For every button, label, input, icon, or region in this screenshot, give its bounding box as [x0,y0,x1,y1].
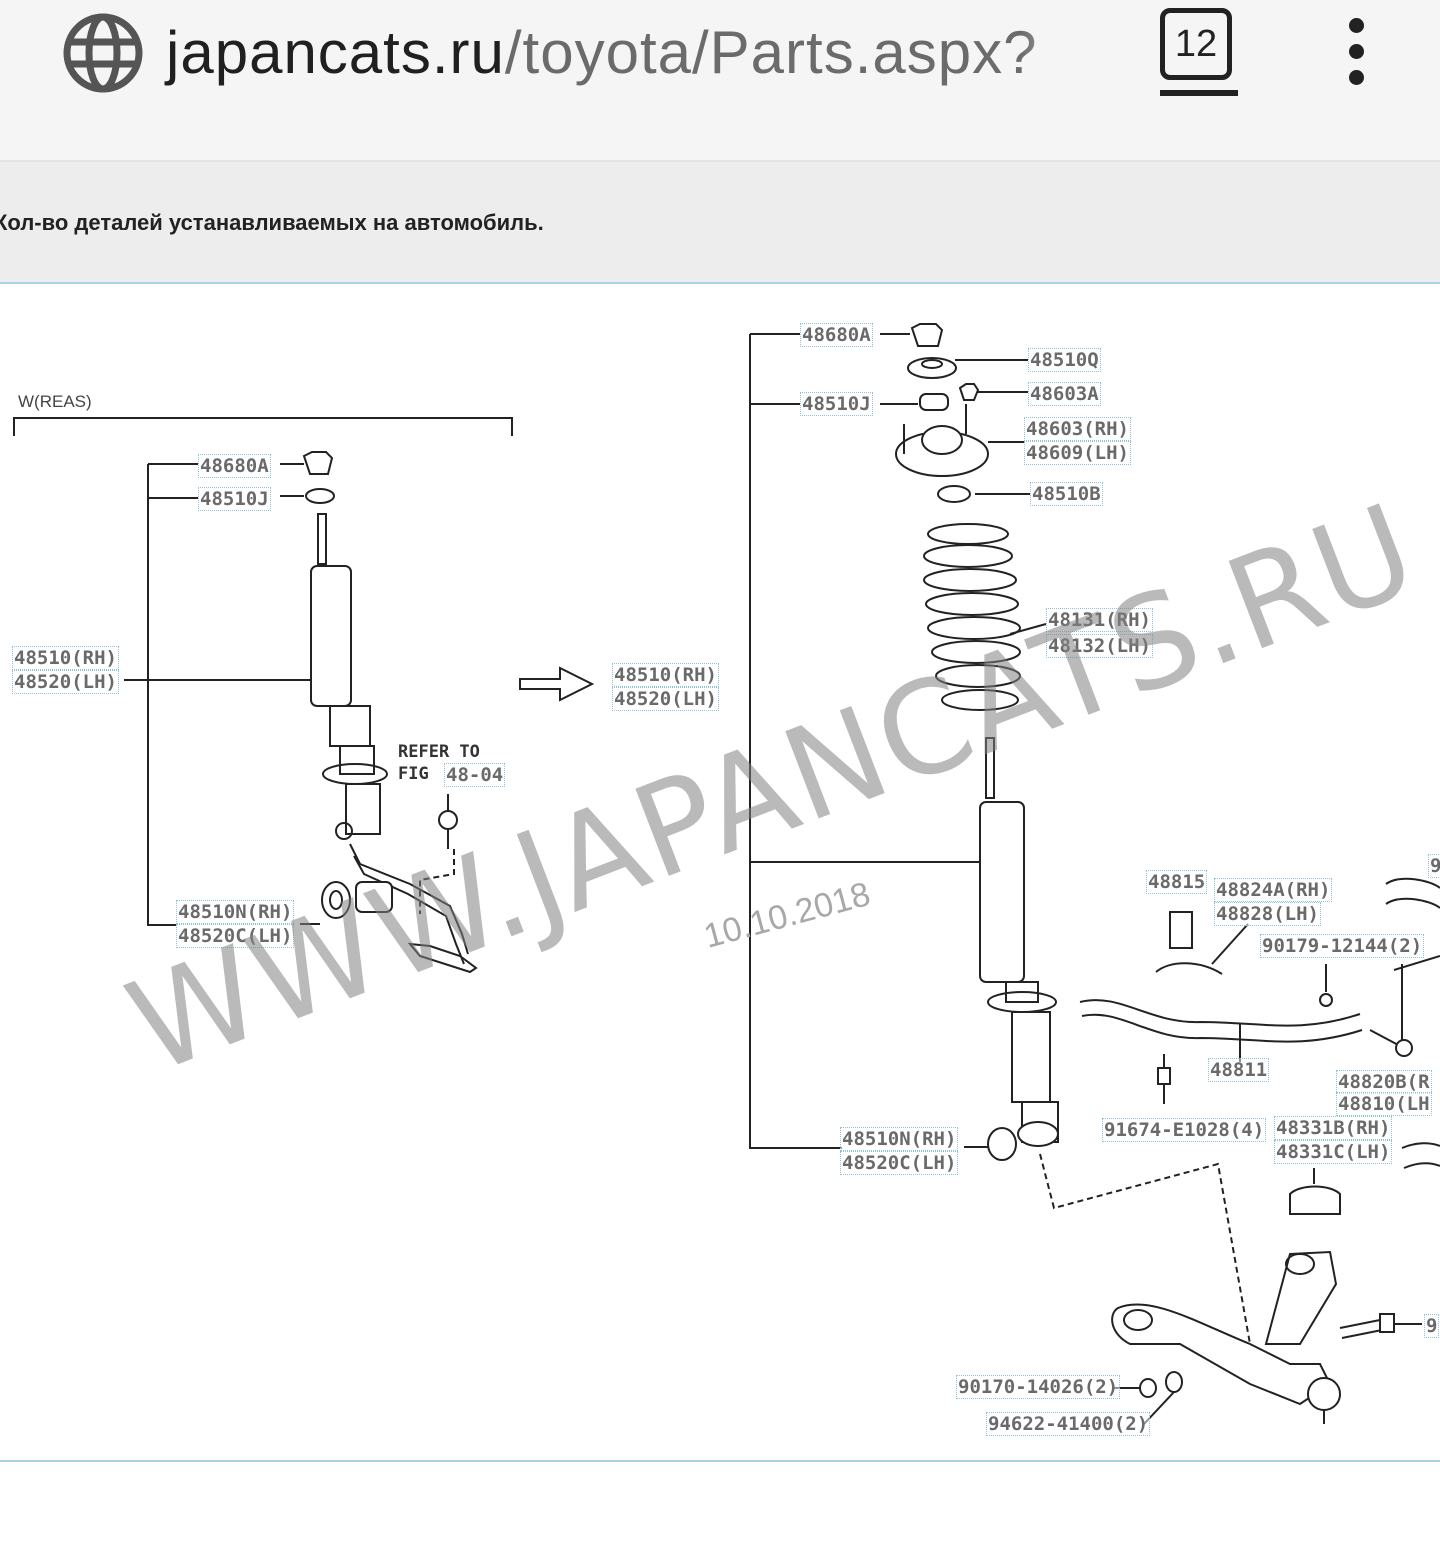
url-host: japancats.ru [166,19,505,86]
right-part-48603-rh[interactable]: 48603(RH) [1024,417,1131,441]
info-bar: Кол-во деталей устанавливаемых на автомо… [0,162,1440,284]
right-part-48811[interactable]: 48811 [1208,1058,1270,1082]
url-field[interactable]: japancats.ru/toyota/Parts.aspx? [166,18,1037,87]
right-part-48510J[interactable]: 48510J [800,392,873,416]
refer-line2: FIG [398,764,429,784]
right-part-48510B[interactable]: 48510B [1030,482,1103,506]
right-part-9-bottom[interactable]: 9 [1424,1314,1440,1338]
right-part-48603A[interactable]: 48603A [1028,382,1101,406]
right-part-48131-rh[interactable]: 48131(RH) [1046,608,1153,632]
right-part-48609-lh[interactable]: 48609(LH) [1024,441,1131,465]
globe-icon [63,13,143,93]
browser-address-bar: japancats.ru/toyota/Parts.aspx? 12 [0,0,1440,162]
right-part-48510N[interactable]: 48510N(RH) [840,1127,959,1151]
right-part-91674[interactable]: 91674-E1028(4) [1102,1118,1267,1142]
right-part-9-top[interactable]: 9 [1428,854,1440,878]
right-part-90170[interactable]: 90170-14026(2) [956,1375,1121,1399]
left-part-48680A[interactable]: 48680A [198,454,271,478]
right-part-48520C[interactable]: 48520C(LH) [840,1151,959,1175]
right-part-48132-lh[interactable]: 48132(LH) [1046,634,1153,658]
diagram-drawing [13,323,1440,1425]
more-menu-icon[interactable] [1340,18,1372,88]
right-part-48331B[interactable]: 48331B(RH) [1274,1116,1393,1140]
right-part-48820B[interactable]: 48820B(R [1336,1070,1432,1094]
refer-line1: REFER TO [398,742,480,762]
parts-diagram: W(REAS) 48680A 48510J 48510(RH) 48520(LH… [0,284,1440,1462]
section-label: W(REAS) [18,392,92,411]
right-part-48680A[interactable]: 48680A [800,323,873,347]
right-part-94622[interactable]: 94622-41400(2) [986,1412,1151,1436]
left-part-48520-lh[interactable]: 48520(LH) [12,670,119,694]
right-part-48815[interactable]: 48815 [1146,870,1208,894]
right-part-48810[interactable]: 48810(LH [1336,1092,1432,1116]
info-text: Кол-во деталей устанавливаемых на автомо… [0,210,544,235]
right-part-48824A[interactable]: 48824A(RH) [1214,878,1333,902]
right-part-48828[interactable]: 48828(LH) [1214,902,1321,926]
left-part-48510N[interactable]: 48510N(RH) [176,900,295,924]
left-part-48520C[interactable]: 48520C(LH) [176,924,295,948]
left-part-48510-rh[interactable]: 48510(RH) [12,646,119,670]
tab-count-button[interactable]: 12 [1160,8,1232,80]
tab-count-underline [1160,90,1238,96]
refer-fig-link[interactable]: 48-04 [444,763,506,787]
left-part-48510J[interactable]: 48510J [198,487,271,511]
right-part-48331C[interactable]: 48331C(LH) [1274,1140,1393,1164]
url-fade [1020,0,1130,120]
mid-part-48520-lh[interactable]: 48520(LH) [612,687,719,711]
mid-part-48510-rh[interactable]: 48510(RH) [612,663,719,687]
right-part-90179[interactable]: 90179-12144(2) [1260,934,1425,958]
url-path: /toyota/Parts.aspx? [504,19,1038,86]
right-part-48510Q[interactable]: 48510Q [1028,348,1101,372]
